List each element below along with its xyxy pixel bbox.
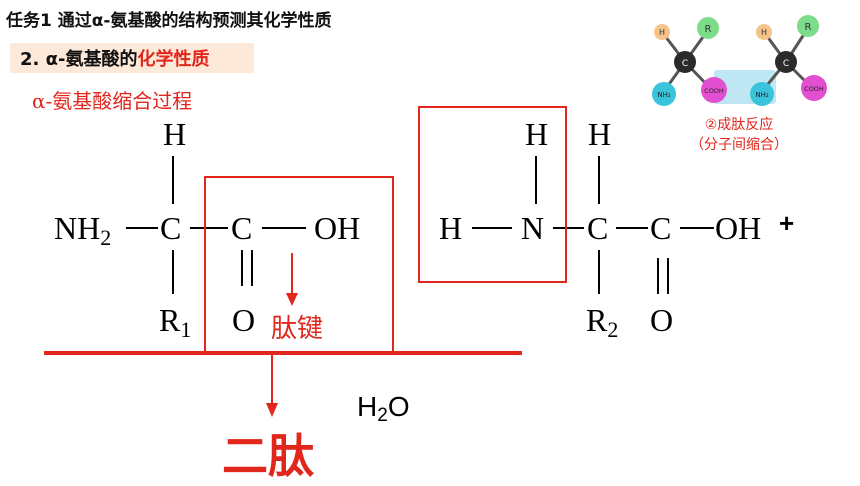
section-heading: 2. α-氨基酸的化学性质 bbox=[10, 43, 254, 73]
m2-r2: R2 bbox=[586, 302, 618, 341]
m1-r1-text: R bbox=[159, 302, 181, 338]
m1-nh2-text: NH bbox=[54, 210, 101, 246]
m1-r1: R1 bbox=[159, 302, 191, 341]
m2-h-on-n: H bbox=[525, 116, 549, 152]
water-h: H bbox=[357, 391, 378, 422]
section-highlight: 化学性质 bbox=[137, 49, 210, 70]
amino-highlight-box bbox=[418, 106, 567, 283]
m2-r2-text: R bbox=[586, 302, 608, 338]
nh2-atom bbox=[750, 82, 774, 106]
m2-c-carboxyl: C bbox=[650, 210, 672, 246]
cooh-atom-label: COOH bbox=[704, 87, 724, 95]
cooh-atom bbox=[801, 75, 827, 101]
water-sub: 2 bbox=[377, 405, 388, 426]
cooh-atom-label: COOH bbox=[804, 85, 824, 93]
model-note-line1: ②成肽反应 bbox=[704, 117, 774, 133]
m2-o: O bbox=[650, 302, 674, 338]
m2-c-alpha: C bbox=[587, 210, 609, 246]
m2-h-left: H bbox=[439, 210, 463, 246]
c-atom-label: C bbox=[682, 59, 688, 69]
cooh-atom bbox=[701, 77, 727, 103]
ball-stick-model: H R C NH₂ COOH H R C NH₂ COOH bbox=[652, 15, 827, 106]
r-atom bbox=[697, 17, 719, 39]
c-atom-label: C bbox=[783, 59, 789, 69]
c-atom bbox=[674, 51, 696, 73]
h-atom-label: H bbox=[761, 28, 767, 37]
m1-oh: OH bbox=[314, 210, 361, 246]
m2-oh: OH bbox=[715, 210, 762, 246]
model-note: ②成肽反应 （分子间缩合） bbox=[664, 115, 814, 156]
product-dipeptide: 二肽 bbox=[222, 429, 314, 483]
m1-r1-sub: 1 bbox=[180, 317, 192, 342]
m2-h-top: H bbox=[588, 116, 612, 152]
water-formula: H2O bbox=[357, 391, 410, 426]
nh2-atom-label: NH₂ bbox=[657, 91, 671, 99]
c-atom bbox=[775, 51, 797, 73]
peptide-arrow-head bbox=[286, 293, 298, 306]
m2-r2-sub: 2 bbox=[607, 317, 619, 342]
plus-sign: + bbox=[779, 208, 795, 238]
m2-n: N bbox=[521, 210, 545, 246]
m1-nh2-sub: 2 bbox=[100, 225, 112, 250]
model-note-line2: （分子间缩合） bbox=[690, 137, 788, 154]
h-atom bbox=[654, 24, 670, 40]
m1-c-alpha: C bbox=[160, 210, 182, 246]
product-arrow-head bbox=[266, 403, 278, 417]
r-atom bbox=[797, 15, 819, 37]
nh2-atom bbox=[652, 82, 676, 106]
subtitle: α-氨基酸缩合过程 bbox=[32, 89, 193, 113]
water-o: O bbox=[387, 391, 410, 422]
task-title: 任务1 通过α-氨基酸的结构预测其化学性质 bbox=[6, 11, 332, 31]
h-atom-label: H bbox=[659, 28, 665, 37]
peptide-bond-label: 肽键 bbox=[271, 314, 324, 344]
m1-o: O bbox=[232, 302, 256, 338]
r-atom-label: R bbox=[805, 22, 812, 33]
nh2-atom-label: NH₂ bbox=[755, 91, 769, 99]
m1-nh2: NH2 bbox=[54, 210, 111, 249]
h-atom bbox=[756, 24, 772, 40]
section-prefix: 2. α-氨基酸的 bbox=[20, 49, 138, 70]
m1-c-carboxyl: C bbox=[231, 210, 253, 246]
r-atom-label: R bbox=[705, 24, 712, 35]
m1-h-top: H bbox=[163, 116, 187, 152]
